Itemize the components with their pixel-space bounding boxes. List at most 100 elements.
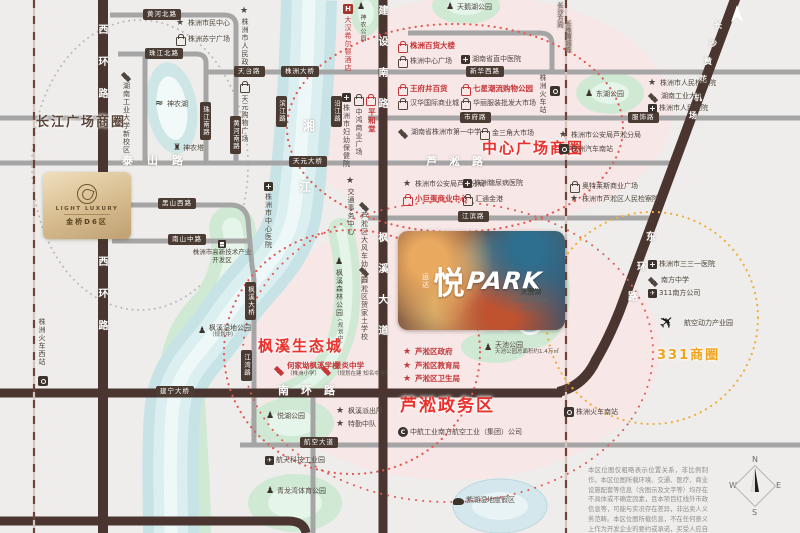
compass-needle-icon (751, 468, 759, 492)
project-logo-card: 运达 悦 PARK (398, 231, 565, 330)
cross-icon (342, 93, 351, 102)
map-poi: 大汉希尔顿酒店 (343, 4, 353, 72)
poi-label: 何家坳枫溪学校 (287, 361, 340, 370)
map-poi: 枫溪派出所 (336, 406, 383, 416)
bag-icon (366, 94, 376, 106)
road-name-label: 环 (637, 262, 647, 273)
map-poi: 株洲糖尿病医院 (463, 179, 523, 188)
poi-label: 株洲市芦淞区人民检察院 (582, 194, 659, 203)
map-poi: 株洲市芦淞区人民检察院 (570, 194, 659, 204)
poi-label: 交通事务中心 (347, 188, 356, 236)
poi-label: 株洲百货大楼 (410, 41, 455, 51)
compass-s: S (752, 508, 758, 517)
poi-label: 神农湖 (167, 100, 188, 108)
road-tag: 天台路 (234, 66, 265, 77)
map-poi: 航空动力产业园 (660, 313, 733, 333)
poi-sublabel: （规划中） (209, 332, 237, 339)
park-icon (266, 486, 275, 496)
station-icon (559, 144, 569, 154)
project-brand: 运达 (421, 272, 430, 289)
road-name-label: 机 (694, 93, 702, 102)
poi-label: 湖南工业大学 (661, 91, 703, 100)
road-name-label: 沙 (709, 39, 717, 48)
road-name-label: 江 (299, 180, 312, 194)
star-icon (176, 18, 186, 28)
business-circle-label: 长江广场商圈 (36, 115, 127, 130)
school-icon (648, 275, 659, 285)
tianchi-line1: 天池湖水域面积 (513, 298, 549, 304)
bag-icon (398, 84, 408, 96)
compass-n: N (752, 455, 758, 464)
business-circle-label: 331商圈 (657, 348, 721, 363)
poi-label: 株洲火车西站 (38, 318, 47, 366)
map-poi: 东湖公园 (585, 89, 624, 99)
road-name-label: 东 (646, 232, 656, 243)
cross-icon (648, 260, 657, 269)
bag-icon (463, 194, 473, 206)
compass: N S W E (729, 455, 781, 517)
poi-label: 株洲市人民医院 (659, 104, 708, 113)
map-poi: 株洲火车站 (539, 74, 547, 114)
poi-label: 株洲市民中心 (188, 18, 230, 27)
business-circle-label: 枫溪生态城 (258, 337, 344, 355)
star-icon (403, 374, 413, 384)
bag-icon (570, 181, 580, 193)
star-icon (403, 179, 413, 189)
map-poi: 芦淞区大风车幼儿园 (359, 200, 370, 284)
map-poi: 奥特莱斯商业广场 (570, 180, 638, 193)
school-icon (321, 364, 332, 374)
map-poi: 景炎中学（规划在建 知名中学） (321, 361, 391, 377)
map-poi: 枫溪森林公园(规划中) (335, 257, 344, 345)
bag-icon (398, 56, 408, 68)
poi-label: 芦淞区贺家土学校 (360, 277, 369, 341)
poi-sublabel: (规划中) (336, 319, 343, 345)
bag-icon (398, 98, 408, 110)
poi-label: 王府井百货 (410, 84, 448, 94)
star-icon (403, 361, 413, 371)
brand-logo-icon (77, 184, 97, 204)
star-icon (570, 194, 580, 204)
map-poi: 株洲市人民检察院 (648, 78, 716, 88)
poi-label: 特勤中队 (348, 419, 376, 428)
road-tag: 黑山西路 (158, 198, 196, 209)
school-icon (359, 265, 370, 275)
park-icon (335, 257, 344, 267)
star-icon (336, 419, 346, 429)
company-icon (398, 427, 408, 437)
map-poi: 芦淞区卫生局 (403, 374, 460, 384)
tianchi-line2: 4.5万㎡ (522, 305, 540, 312)
poi-label: 株洲市公安局芦淞分局 (415, 179, 485, 188)
poi-label: 株洲中心广场 (410, 57, 452, 66)
poi-sublabel: 开发区 (212, 256, 232, 265)
map-poi: 汇通金港 (463, 193, 503, 206)
hotel-icon (343, 4, 353, 14)
brown-roads (0, 0, 741, 533)
road-tag: 市府路 (460, 112, 491, 123)
poi-label: 株洲汽车南站 (571, 144, 613, 153)
poi-label: 航天科技工业园 (276, 456, 325, 465)
map-poi: 神农塔 (173, 143, 204, 153)
star-icon (403, 347, 413, 357)
poi-label: 311南方公司 (659, 289, 701, 298)
star-icon (240, 6, 250, 16)
poi-label: 中航工业南方航空工业（集团）公司 (410, 427, 522, 436)
bag-icon (480, 128, 490, 140)
map-poi: 南方中学 (648, 275, 689, 285)
school-icon (121, 70, 132, 80)
park-icon (198, 326, 207, 336)
school-icon (274, 364, 285, 374)
poi-label: 平和堂 (367, 108, 377, 134)
map-poi: 湖南省株洲市第一中学 (398, 127, 481, 137)
poi-label: 金三角大市场 (492, 129, 534, 138)
cross-icon (463, 179, 472, 188)
road-tag: 江滨路 (458, 211, 489, 222)
planesq-icon (265, 456, 274, 465)
business-circle-label: 芦淞政务区 (400, 396, 495, 416)
map-poi: 枫溪湿地公园（规划中） (198, 324, 251, 338)
map-poi: 株洲中心广场 (398, 55, 452, 68)
map-poi: 芦淞区贺家土学校 (359, 265, 370, 341)
planebig-icon (660, 313, 682, 333)
map-poi: 何家坳枫溪学校（株洲小学） (274, 361, 340, 377)
